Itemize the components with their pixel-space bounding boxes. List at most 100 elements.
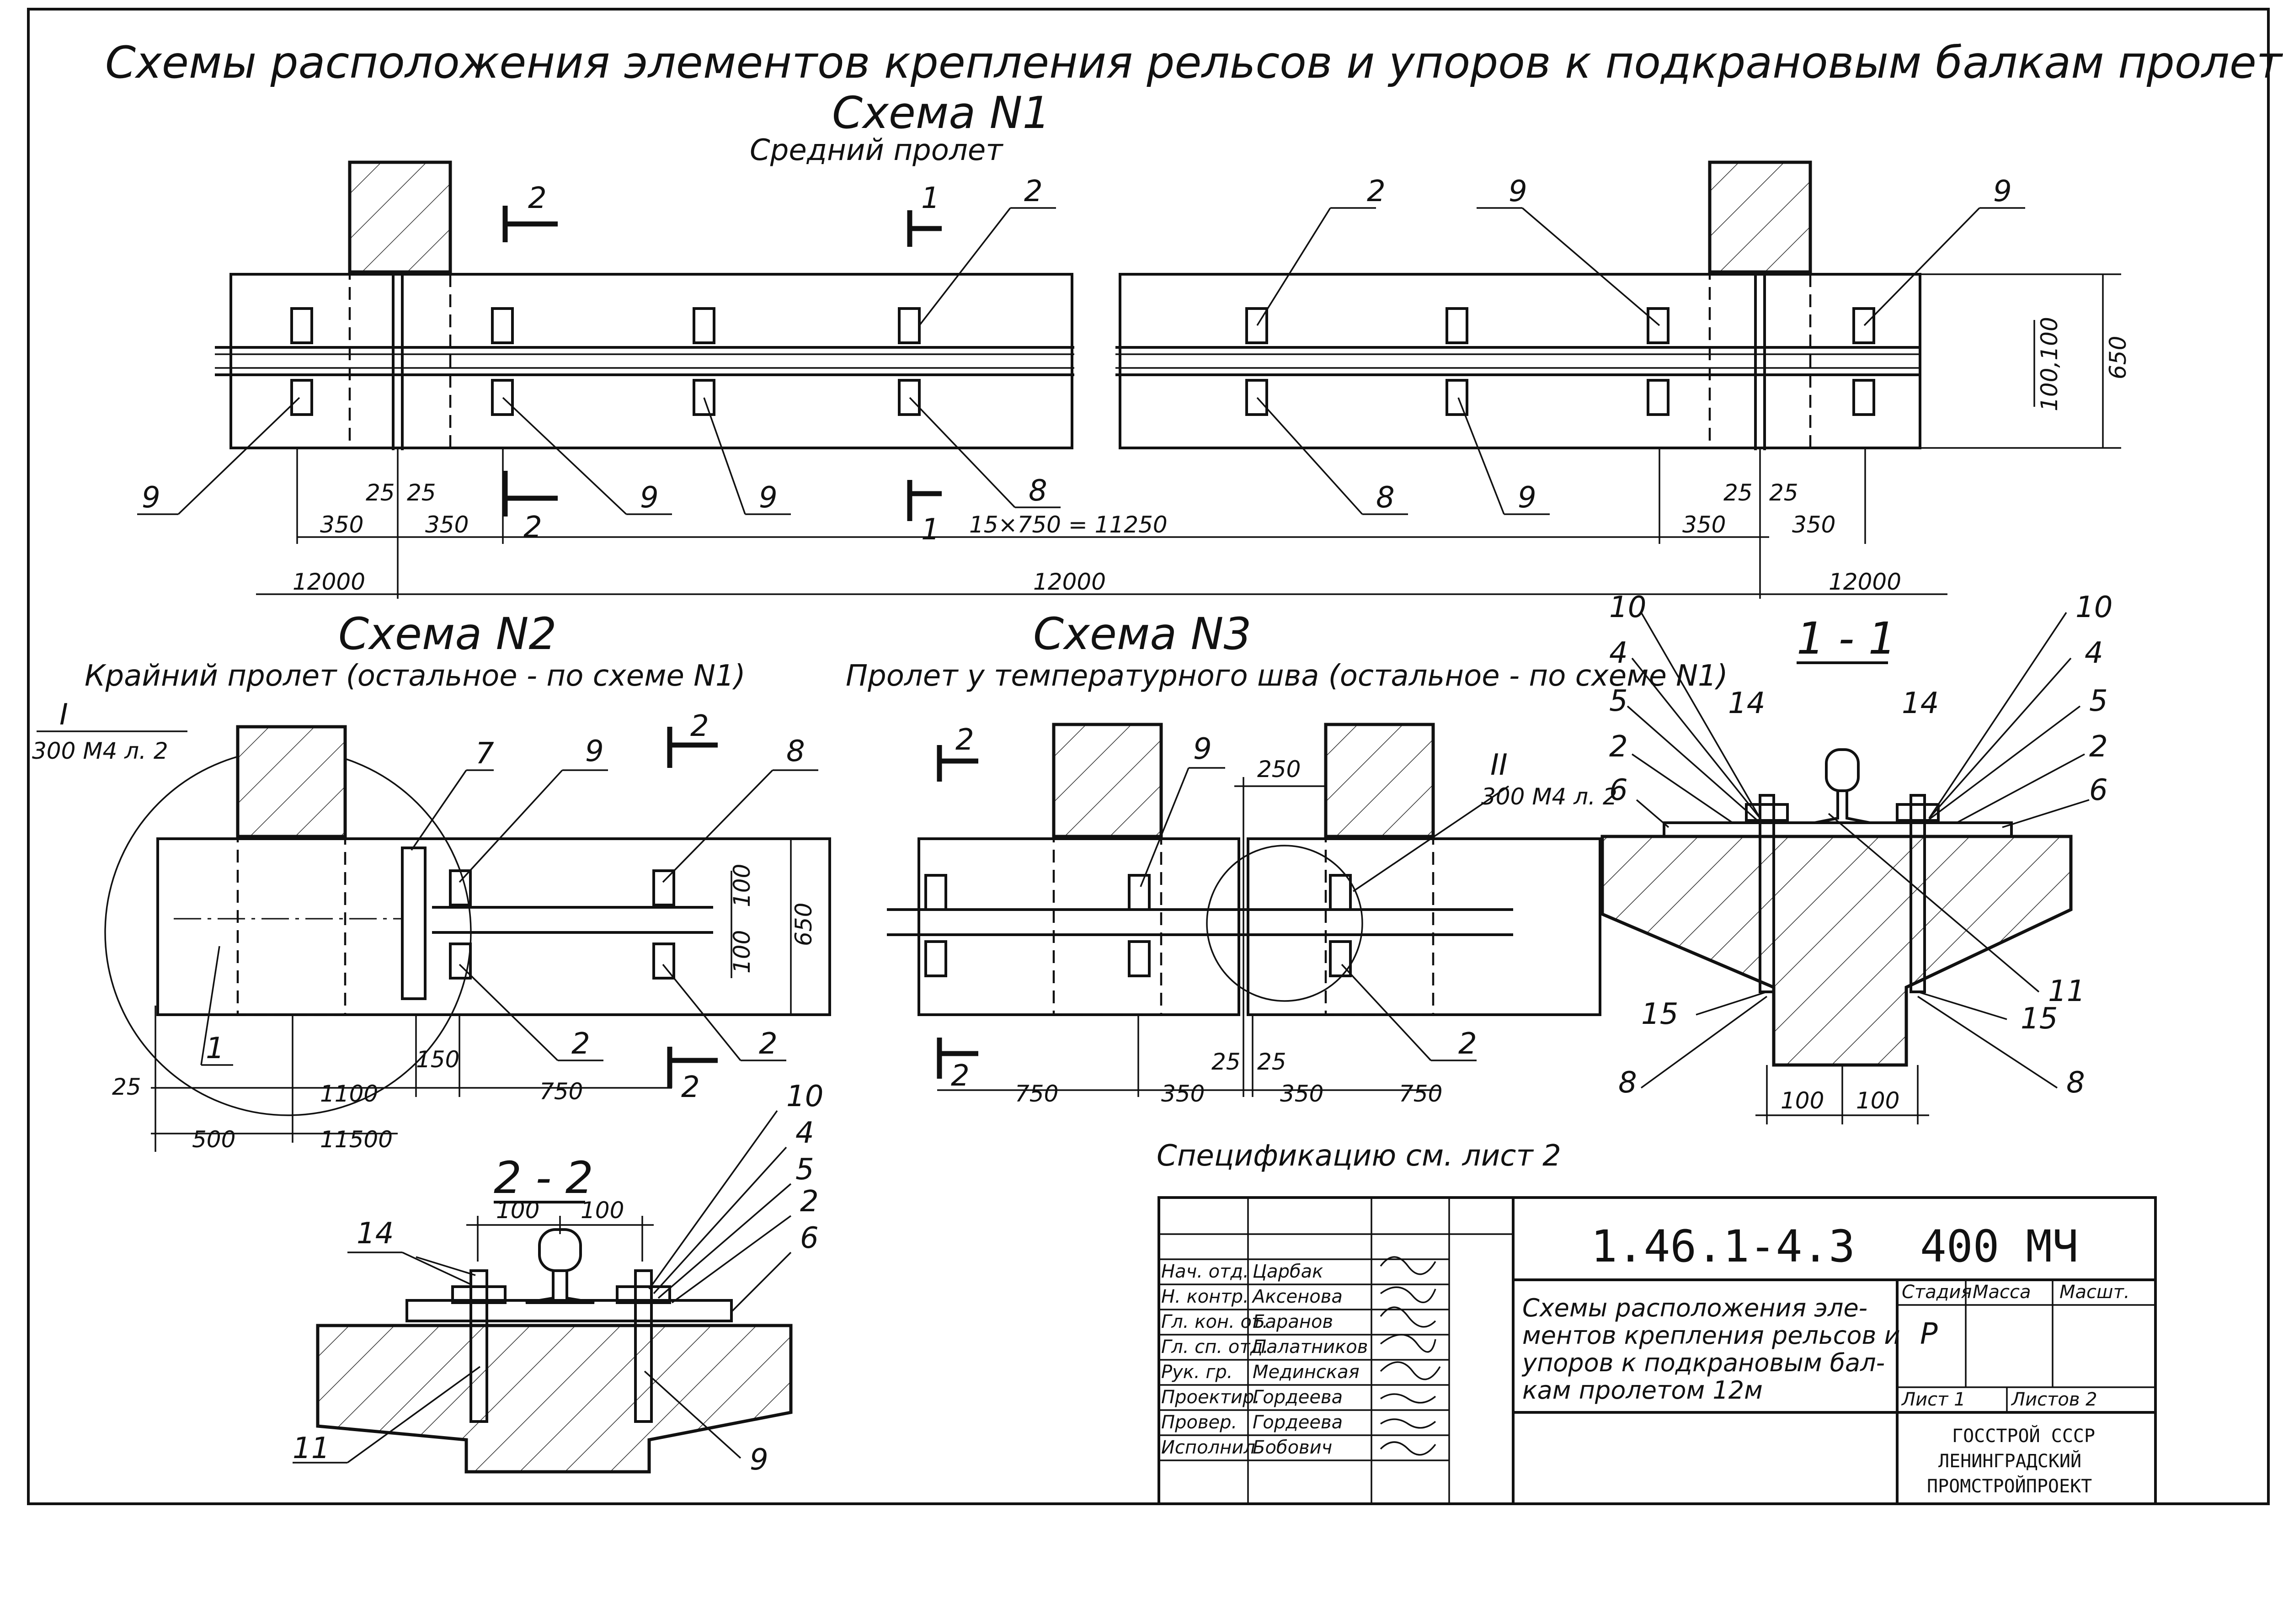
s11-callout-6l: 6 [1609, 773, 1628, 807]
s11-callout-2r: 2 [2089, 730, 2108, 764]
scheme3-dimensions [937, 777, 1440, 1097]
scheme2-rail [174, 906, 713, 934]
callout-9-f: 9 [1518, 481, 1536, 515]
s22-callout-11: 11 [293, 1432, 330, 1465]
column-right-base [1708, 273, 1812, 449]
scheme3-heading: Схема N3 [1033, 608, 1252, 660]
tb-mass-label: Масса [1973, 1282, 2031, 1303]
section-2-2: 2 - 2 100 100 14 10 4 5 2 6 [293, 1080, 823, 1477]
s11-callout-10r: 10 [2075, 591, 2112, 624]
crane-beam-left [229, 273, 1073, 449]
scheme2-subheading: Крайний пролет (остальное - по схеме N1) [85, 659, 746, 693]
s11-callout-8r: 8 [2066, 1066, 2085, 1100]
name: Мединская [1253, 1362, 1360, 1383]
scheme1-dimensions [256, 273, 2121, 599]
dim-350-d: 350 [1792, 511, 1835, 538]
s3-callout-9: 9 [1193, 732, 1212, 766]
svg-text:2: 2 [681, 1070, 700, 1104]
section22-heading: 2 - 2 [494, 1152, 593, 1203]
s11-callout-15r: 15 [2021, 1002, 2058, 1036]
s3-dim-25b: 25 [1257, 1049, 1286, 1075]
s2-dim-100b: 100 [729, 930, 755, 974]
scheme2-stop-plate [401, 847, 427, 1000]
s2-callout-8: 8 [786, 735, 805, 768]
s3-ref-sheet: 300 М4 л. 2 [1481, 783, 1617, 810]
scheme-2: Схема N2 Крайний пролет (остальное - по … [32, 608, 831, 1153]
s3-dim-750a: 750 [1015, 1081, 1058, 1107]
s3-ref-mark: II [1490, 748, 1508, 782]
tb-description-1: Схемы расположения эле- [1522, 1294, 1867, 1322]
column-left-base [348, 273, 452, 449]
s11-callout-4l: 4 [1609, 636, 1628, 670]
svg-text:2: 2 [523, 511, 542, 544]
s3-dim-750b: 750 [1399, 1081, 1442, 1107]
section11-leaders [1627, 612, 2090, 1089]
section22-rail-head [538, 1228, 582, 1272]
dim-span-mid: 12000 [1033, 569, 1106, 595]
s11-callout-15l: 15 [1641, 997, 1678, 1031]
svg-text:1: 1 [921, 181, 940, 215]
tb-sheet-label: Лист 1 [1901, 1389, 1966, 1410]
dim-25-d: 25 [1769, 479, 1798, 506]
name: Гордеева [1253, 1412, 1343, 1433]
dim-span-left: 12000 [293, 569, 365, 595]
s11-dim-100b: 100 [1856, 1087, 1899, 1114]
s2-dim-25: 25 [112, 1074, 141, 1100]
title-block: 1.46.1-4.3 400 МЧ Схемы расположения эле… [1158, 1196, 2157, 1505]
tb-scale-label: Масшт. [2059, 1282, 2130, 1303]
scheme2-heading: Схема N2 [338, 608, 557, 660]
s11-callout-11r: 11 [2048, 974, 2085, 1008]
detail-circle-II [1206, 845, 1363, 1002]
s11-callout-5r: 5 [2089, 684, 2108, 718]
s2-dim-150: 150 [416, 1046, 459, 1073]
specification-note: Спецификацию см. лист 2 [1157, 1139, 1561, 1173]
s11-callout-8l: 8 [1618, 1066, 1637, 1100]
doc-series: 400 МЧ [1920, 1221, 2079, 1272]
scheme1-heading: Схема N1 [832, 87, 1051, 138]
role: Провер. [1161, 1412, 1237, 1433]
scheme3-column-left [1052, 723, 1163, 838]
scheme2-column [236, 725, 347, 838]
scheme3-section-markers: 2 2 [937, 723, 978, 1093]
dim-pitch: 15×750 = 11250 [969, 511, 1168, 538]
dim-350-b: 350 [425, 511, 469, 538]
s2-dim-650: 650 [790, 903, 817, 946]
callout-8-a: 8 [1029, 474, 1047, 508]
section-marker-2-top: 2 [502, 181, 558, 242]
name: Палатников [1253, 1336, 1368, 1358]
dim-span-right: 12000 [1829, 569, 1901, 595]
scheme2-leaders [200, 769, 818, 1066]
section22-slab [316, 1324, 793, 1474]
s11-callout-6r: 6 [2089, 773, 2108, 807]
name: Бобович [1253, 1437, 1332, 1458]
callout-2-b: 2 [1367, 175, 1386, 208]
section22-plate [405, 1299, 733, 1322]
tb-description-3: упоров к подкрановым бал- [1521, 1348, 1885, 1377]
section-1-1: 1 - 1 10 4 5 2 6 [1600, 591, 2112, 1124]
section22-bolt-left [469, 1269, 488, 1423]
section22-bolt-right [634, 1269, 653, 1423]
tb-org-1: ГОССТРОЙ СССР [1952, 1425, 2095, 1447]
s22-callout-6: 6 [800, 1221, 819, 1255]
s11-callout-4r: 4 [2085, 636, 2103, 670]
scheme3-beam-right [1247, 837, 1601, 1016]
name: Аксенова [1251, 1286, 1343, 1307]
svg-text:2: 2 [690, 709, 709, 743]
callout-9-e: 9 [759, 481, 778, 515]
scheme1-subheading: Средний пролет [750, 133, 1003, 167]
sheet-frame [27, 8, 2270, 1505]
s3-dim-350b: 350 [1280, 1081, 1323, 1107]
name: Гордеева [1253, 1387, 1343, 1408]
scheme3-rail [887, 908, 1513, 936]
section-marker-1-bottom: 1 [907, 480, 942, 547]
tb-stage-value: Р [1920, 1317, 1938, 1351]
section11-heading: 1 - 1 [1797, 613, 1896, 664]
s22-callout-14: 14 [357, 1217, 394, 1251]
dim-25-c: 25 [1723, 479, 1753, 506]
scheme2-section-markers: 2 2 [667, 709, 718, 1104]
dim-350-c: 350 [1682, 511, 1726, 538]
role: Проектир. [1161, 1387, 1260, 1408]
scheme-1: Схема N1 Средний пролет [137, 87, 2131, 599]
name: Царбак [1253, 1261, 1323, 1282]
name: Баранов [1253, 1311, 1333, 1332]
